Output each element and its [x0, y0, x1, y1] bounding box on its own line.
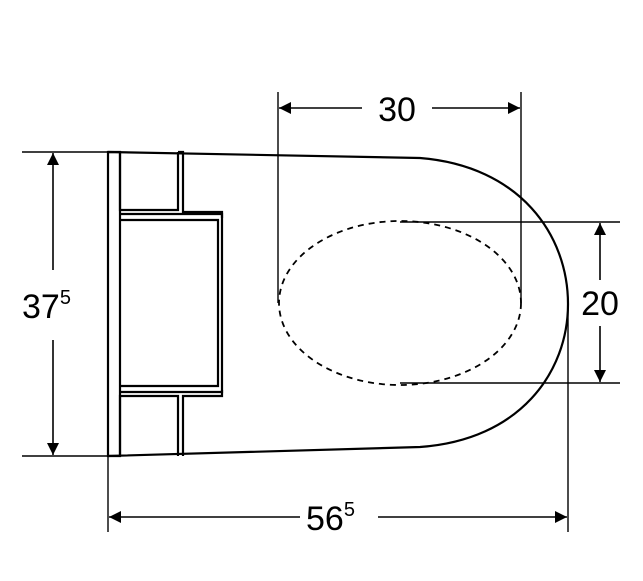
dimension-20: 20 — [581, 223, 619, 382]
extension-lines — [22, 92, 620, 532]
back-plate — [108, 150, 122, 458]
dim-375-label: 375 — [22, 287, 71, 326]
upper-mount-block — [118, 152, 180, 212]
dim-30-label: 30 — [378, 91, 416, 129]
lower-mount-block — [118, 394, 180, 456]
dim-565-value: 56 — [306, 500, 344, 538]
dim-375-value: 37 — [22, 288, 60, 326]
dim-565-label: 565 — [306, 499, 355, 538]
dimension-30: 30 — [279, 91, 520, 129]
central-connector-inner — [120, 218, 220, 388]
dimension-375: 375 — [20, 153, 86, 455]
dim-565-superscript: 5 — [344, 499, 355, 521]
lower-mount-step — [181, 390, 224, 456]
upper-mount-step — [178, 150, 224, 218]
dimension-565: 565 — [109, 499, 567, 538]
bowl-opening-dashed — [278, 220, 522, 386]
central-connector — [120, 212, 224, 394]
bowl-outline — [106, 150, 570, 458]
dim-375-superscript: 5 — [60, 287, 71, 309]
dim-20-label: 20 — [581, 285, 619, 323]
